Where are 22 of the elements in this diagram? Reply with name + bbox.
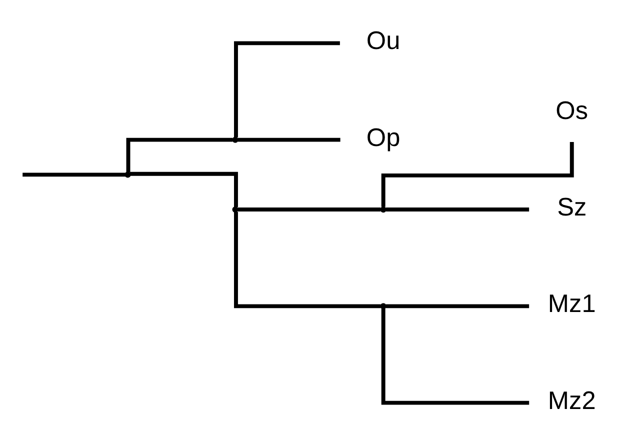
connector bbox=[22, 172, 126, 177]
connector bbox=[386, 304, 530, 308]
connector bbox=[386, 208, 530, 212]
connector bbox=[126, 138, 233, 172]
connector bbox=[238, 208, 381, 212]
node-point bbox=[380, 303, 386, 310]
node-text: Op bbox=[366, 124, 400, 152]
node-point bbox=[232, 136, 238, 143]
connector bbox=[238, 138, 340, 142]
node-text: Mz2 bbox=[548, 386, 596, 415]
node-point bbox=[124, 172, 131, 178]
connector bbox=[234, 41, 340, 138]
node-point bbox=[232, 206, 238, 213]
node-text: Mz1 bbox=[548, 290, 596, 318]
connector bbox=[234, 212, 381, 308]
node-point bbox=[380, 206, 386, 213]
connector bbox=[381, 142, 574, 207]
node-text: Os bbox=[556, 96, 588, 125]
connector bbox=[381, 308, 530, 405]
node-text: Sz bbox=[557, 194, 587, 222]
node-text: Ou bbox=[366, 27, 400, 56]
connector bbox=[130, 172, 238, 208]
